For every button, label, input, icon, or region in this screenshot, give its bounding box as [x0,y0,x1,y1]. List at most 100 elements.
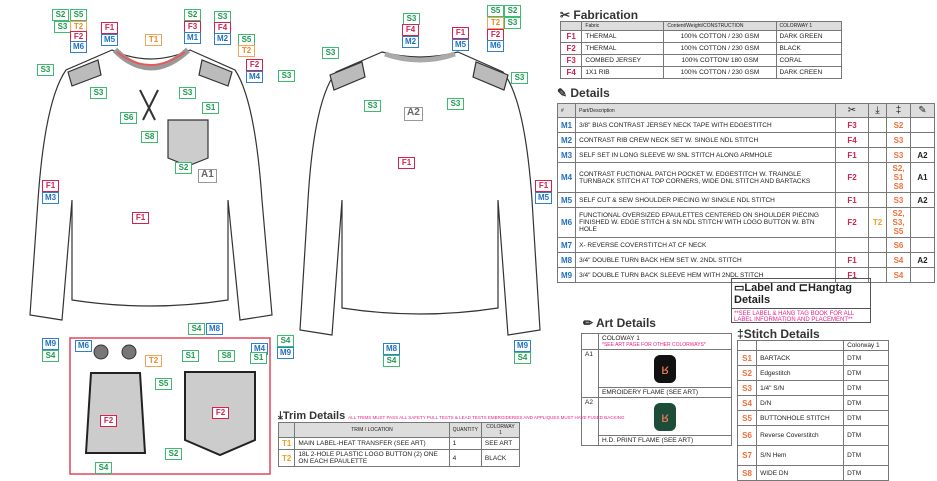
callout-s2: S2 [52,9,69,21]
table-cell: M1 [556,117,577,133]
front-sketch [29,47,273,321]
table-cell: SELF SET IN LONG SLEEVE W/ SNL STITCH AL… [575,147,836,163]
callout-s5: S5 [155,378,172,390]
callout-s2: S2 [504,5,521,17]
table-cell: T2 [868,207,887,238]
table-cell: DARK CREEN [775,66,843,79]
callout-t2: T2 [145,355,162,367]
table-cell [868,192,887,208]
callout-m6: M6 [487,40,505,52]
table-cell [910,207,935,238]
callout-s6: S6 [120,112,137,124]
table-row: #Part/Description✂⤓‡✎ [556,103,935,118]
scissors-icon: ✂ [835,103,869,118]
table-cell: Edgestitch [756,365,845,381]
table-cell: H.D. PRINT FLAME (SEE ART) [598,435,732,446]
table-cell: S3 [886,192,911,208]
table-cell: MAIN LABEL-HEAT TRANSFER (SEE ART) [294,437,450,450]
table-cell: F1 [559,30,583,43]
table-cell: S2 [886,117,911,133]
table-cell: M2 [556,132,577,148]
callout-s5: S5 [70,9,87,21]
table-cell: 1 [448,437,482,450]
table-cell: DARK GREEN [775,30,843,43]
callout-s3: S3 [322,47,339,59]
table-cell: QUANTITY [448,422,482,438]
callout-s4: S4 [514,352,531,364]
callout-f2: F2 [246,59,263,71]
table-cell: F1 [835,252,869,268]
table-cell: S2, S1 S8 [886,162,911,193]
callout-s2: S2 [175,162,192,174]
table-cell [910,237,935,253]
callout-f2: F2 [212,407,229,419]
table-cell: COLOWAY 1*SEE ART PAGE FOR OTHER COLORWA… [598,333,732,350]
callout-a1: A1 [198,169,217,183]
table-cell: 100% COTTON / 230 GSM [663,42,777,55]
table-cell: M5 [556,192,577,208]
table-cell: A1 [910,162,935,193]
table-cell: F1 [835,147,869,163]
table-cell: Part/Description [575,103,836,118]
callout-a2: A2 [404,107,423,121]
trim-title: ⤓Trim Details ALL TRIMS MUST PASS ALL SA… [278,410,625,422]
callout-f1: F1 [535,180,552,192]
table-cell: F2 [559,42,583,55]
table-cell: DTM [843,395,889,411]
callout-s8: S8 [141,131,158,143]
callout-t2: T2 [238,45,255,57]
table-cell: DTM [843,425,889,446]
table-cell: CONTRAST FUCTIONAL PATCH POCKET W. EDGES… [575,162,836,193]
table-cell [868,237,887,253]
table-cell: Content/Weight/CONSTRUCTION [663,21,777,31]
table-cell: Fabric [581,21,665,31]
table-cell: S4 [736,395,758,411]
table-cell: DTM [843,365,889,381]
table-cell: T2 [277,449,296,467]
table-cell: TRIM / LOCATION [294,422,450,438]
table-cell: F1 [835,267,869,283]
callout-m5: M5 [101,34,119,46]
table-cell: 3/4" DOUBLE TURN BACK HEM SET W. 2NDL ST… [575,252,836,268]
table-cell [868,117,887,133]
callout-s1: S1 [182,350,199,362]
label-note: **SEE LABEL & HANG TAG BOOK FOR ALL LABE… [734,311,855,323]
art-note: *SEE ART PAGE FOR OTHER COLORWAYS* [602,342,706,348]
table-cell [835,237,869,253]
table-cell: A1 [581,349,599,398]
table-cell: 18L 2-HOLE PLASTIC LOGO BUTTON (2) ONE O… [294,449,450,467]
callout-s8: S8 [218,350,235,362]
table-cell: 100% COTTON/ 180 GSM [663,54,777,67]
table-cell: 100% COTTON / 230 GSM [663,66,777,79]
garment-sketches [29,47,541,475]
table-cell: X- REVERSE COVERSTITCH AT CF NECK [575,237,836,253]
table-cell [868,147,887,163]
table-cell [868,132,887,148]
flame-icon: ʁ [654,402,676,431]
callout-f1: F1 [42,180,59,192]
table-cell: A2 [910,192,935,208]
table-cell: S4 [886,267,911,283]
table-cell: DTM [843,350,889,366]
callout-s1: S1 [250,352,267,364]
table-cell: BARTACK [756,350,845,366]
table-cell: S6 [886,237,911,253]
callout-t1: T1 [145,34,162,46]
callout-m8: M8 [383,343,401,355]
callout-s3: S3 [364,100,381,112]
callout-f1: F1 [101,22,118,34]
